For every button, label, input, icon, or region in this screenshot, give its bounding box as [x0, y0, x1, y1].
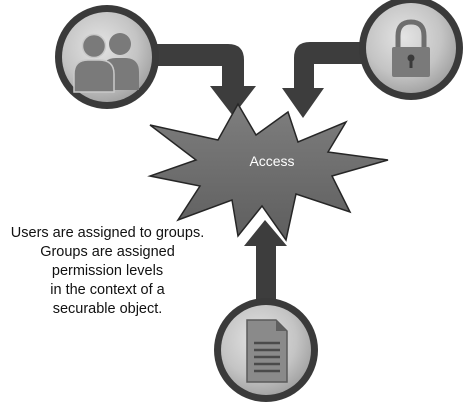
- users-to-access-arrow: [150, 44, 256, 116]
- object-to-access-arrow: [244, 220, 287, 300]
- access-starburst: Access: [147, 102, 389, 242]
- permissions-node: [359, 0, 463, 100]
- caption-line: permission levels: [51, 263, 164, 279]
- caption-line: securable object.: [52, 301, 163, 317]
- users-group-icon: [73, 33, 139, 93]
- access-label: Access: [249, 153, 294, 169]
- users-node: [55, 5, 159, 109]
- permissions-to-access-arrow: [282, 42, 362, 118]
- caption-line: in the context of a: [50, 282, 165, 298]
- securable-object-node: [214, 298, 318, 402]
- caption-line: Users are assigned to groups.: [10, 225, 205, 241]
- diagram-caption: Users are assigned to groups. Groups are…: [0, 224, 215, 319]
- document-icon: [246, 319, 288, 383]
- padlock-icon: [392, 19, 430, 77]
- caption-line: Groups are assigned: [40, 244, 175, 260]
